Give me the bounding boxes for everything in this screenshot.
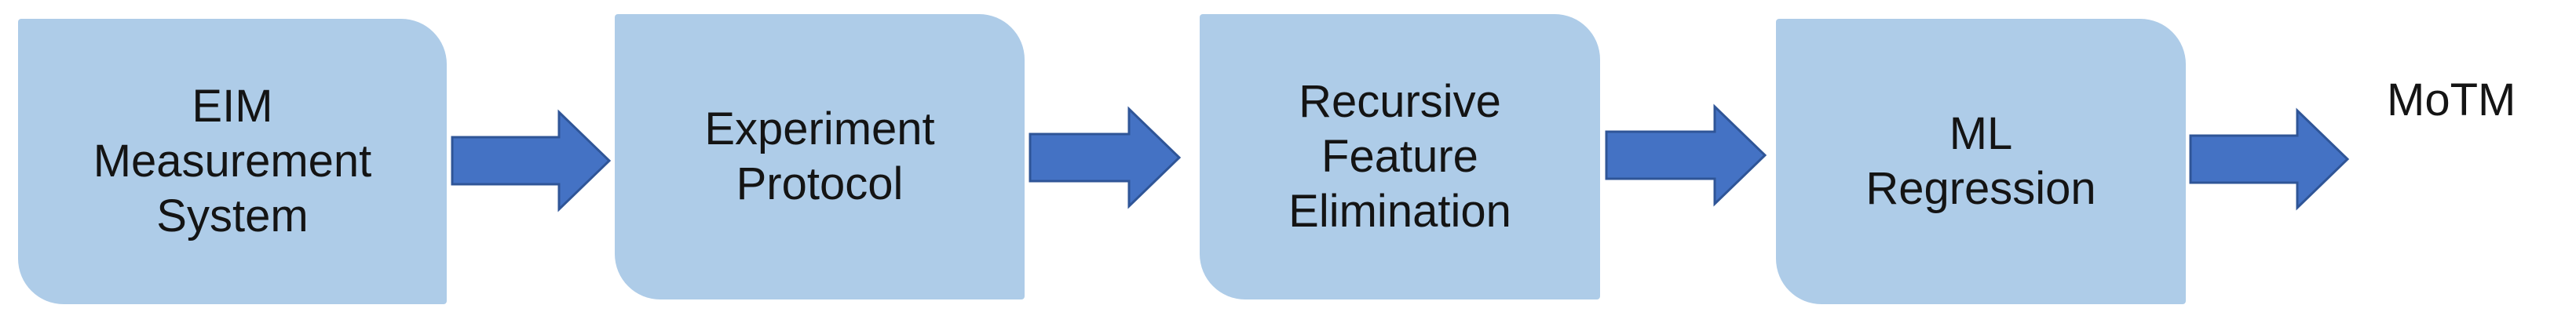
- step-recursive-feature-elimination: Recursive Feature Elimination: [1200, 14, 1600, 299]
- arrow-right-icon: [451, 109, 612, 212]
- arrow-right-icon: [1029, 106, 1182, 209]
- step-label: Recursive Feature Elimination: [1288, 76, 1511, 237]
- step-experiment-protocol: Experiment Protocol: [615, 14, 1025, 299]
- step-label: ML Regression: [1865, 108, 2096, 214]
- step-ml-regression: ML Regression: [1776, 19, 2186, 304]
- step-label: EIM Measurement System: [93, 81, 372, 241]
- arrow-right-icon: [2189, 107, 2350, 211]
- arrow-right-icon: [1605, 103, 1767, 207]
- step-label: Experiment Protocol: [704, 103, 935, 209]
- output-label: MoTM: [2387, 74, 2516, 125]
- step-eim-measurement-system: EIM Measurement System: [18, 19, 447, 304]
